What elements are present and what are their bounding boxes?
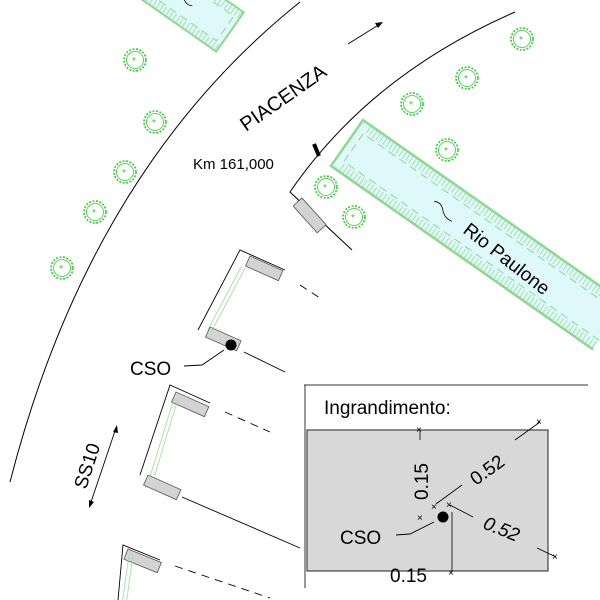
tree-icon xyxy=(435,138,459,162)
cso-leader xyxy=(183,349,225,367)
label-km-marker: Km 161,000 xyxy=(193,156,274,173)
building-block-2 xyxy=(139,384,301,549)
building-block-3 xyxy=(117,544,271,600)
svg-text:×: × xyxy=(416,425,422,436)
channel-north xyxy=(51,0,246,54)
inset-structure xyxy=(306,429,549,572)
channel-rio-paulone xyxy=(329,118,600,351)
building-block-1 xyxy=(197,249,321,373)
tree-icon xyxy=(314,175,338,199)
svg-text:×: × xyxy=(431,502,437,513)
tree-icon xyxy=(342,205,366,229)
tree-icon xyxy=(455,66,479,90)
road-edge-west xyxy=(9,1,301,483)
tree-icon xyxy=(510,27,534,51)
inset-cso-leader xyxy=(395,521,435,536)
direction-arrow-piacenza xyxy=(347,22,383,45)
label-ss10: SS10 xyxy=(71,441,105,492)
inset-title: Ingrandimento: xyxy=(324,398,451,419)
inset-detail: Ingrandimento: × × 0.15 × × 0.52 × × 0.5… xyxy=(304,384,600,600)
svg-text:×: × xyxy=(446,500,452,511)
road-edge-east xyxy=(289,11,516,251)
direction-arrow-ss10 xyxy=(89,425,118,508)
inset-dim-bottom: 0.15 xyxy=(390,566,427,587)
inset-cso-label: CSO xyxy=(340,528,381,549)
inset-dim-vertical: 0.15 xyxy=(412,463,433,500)
tree-icon xyxy=(113,160,137,184)
svg-text:×: × xyxy=(448,568,454,579)
svg-text:×: × xyxy=(417,513,423,524)
km-marker-tick xyxy=(312,143,321,157)
cso-point xyxy=(225,339,237,351)
inset-cso-point xyxy=(437,511,449,523)
tree-icon xyxy=(83,200,107,224)
tree-icon xyxy=(143,110,167,134)
svg-text:×: × xyxy=(552,552,558,563)
tree-icon xyxy=(50,256,74,280)
tree-icon xyxy=(123,48,147,72)
tree-icon xyxy=(400,92,424,116)
label-piacenza: PIACENZA xyxy=(236,60,331,136)
svg-text:×: × xyxy=(536,417,542,428)
building xyxy=(292,197,327,234)
label-cso: CSO xyxy=(130,359,171,380)
